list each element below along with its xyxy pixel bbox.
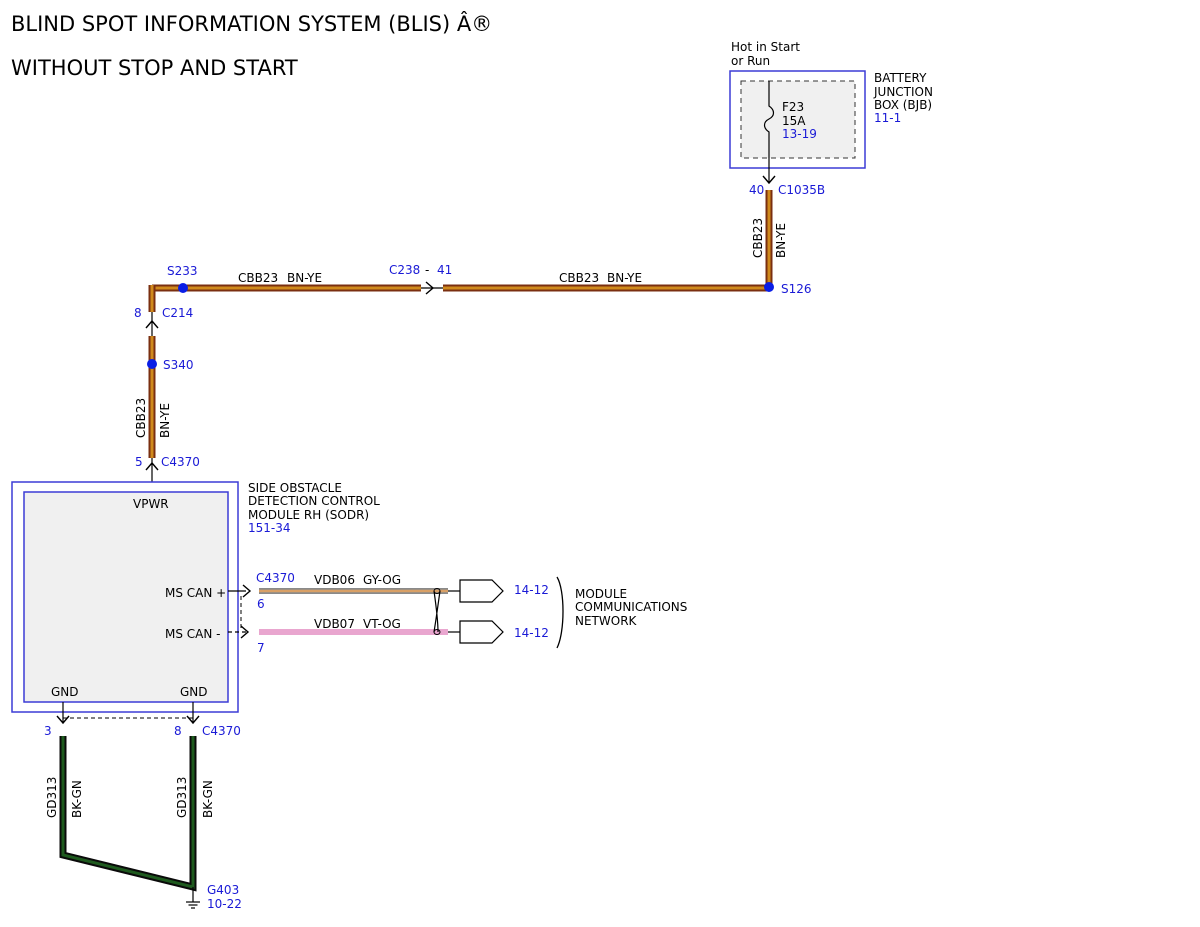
c4370-vpwr-pin: 5 xyxy=(135,455,143,469)
sodr-ms-can-minus-label: MS CAN - xyxy=(165,627,221,641)
s233-label: S233 xyxy=(167,264,198,278)
sodr-ref: 151-34 xyxy=(248,521,291,535)
fuse-f23-symbol xyxy=(763,81,775,182)
can-minus-color: VT-OG xyxy=(363,617,401,631)
sodr-name-line1: SIDE OBSTACLE xyxy=(248,481,342,495)
can-plus-pin: 6 xyxy=(257,597,265,611)
can-plus-ref: 14-12 xyxy=(514,583,549,597)
ground-point-label: G403 xyxy=(207,883,239,897)
diagram-title: BLIND SPOT INFORMATION SYSTEM (BLIS) Â® xyxy=(11,11,492,36)
can-plus-circuit: VDB06 xyxy=(314,573,355,587)
bjb-fuse-area xyxy=(740,80,856,159)
c1035b-arrow-icon xyxy=(762,175,776,185)
c4370-vpwr-connector: C4370 xyxy=(161,455,200,469)
sodr-module: VPWR MS CAN + MS CAN - GND GND SIDE OBST… xyxy=(11,481,380,713)
splice-s126 xyxy=(764,282,774,292)
sodr-name-line2: DETECTION CONTROL xyxy=(248,494,380,508)
left-span-color: BN-YE xyxy=(287,271,322,285)
sodr-gnd-label-2: GND xyxy=(180,685,208,699)
right-span-circuit: CBB23 xyxy=(559,271,599,285)
network-label-line3: NETWORK xyxy=(575,614,638,628)
c238-arrow-icon xyxy=(425,281,435,295)
can-network-wires: C4370 6 7 VDB06 GY-OG VDB07 VT-OG 14-12 … xyxy=(228,571,687,655)
sodr-body xyxy=(23,491,229,703)
bjb-name-line2: JUNCTION xyxy=(873,85,933,99)
ground-wires: 3 8 C4370 GD313 BK-GN GD313 BK-GN G403 1… xyxy=(44,702,242,911)
network-label-line2: COMMUNICATIONS xyxy=(575,600,687,614)
network-label-line1: MODULE xyxy=(575,587,627,601)
splice-s233 xyxy=(178,283,188,293)
fuse-rating: 15A xyxy=(782,114,806,128)
vertical-bjb-circuit: CBB23 xyxy=(751,218,765,258)
power-note-line1: Hot in Start xyxy=(731,40,800,54)
gnd-left-color: BK-GN xyxy=(70,780,84,818)
power-note-line2: or Run xyxy=(731,54,770,68)
c214-connector: C214 xyxy=(162,306,193,320)
sodr-name-line3: MODULE RH (SODR) xyxy=(248,508,369,522)
can-connector: C4370 xyxy=(256,571,295,585)
s126-label: S126 xyxy=(781,282,812,296)
can-plus-color: GY-OG xyxy=(363,573,401,587)
gnd-right-circuit: GD313 xyxy=(175,777,189,818)
gnd-right-color: BK-GN xyxy=(201,780,215,818)
c1035b-connector: C1035B xyxy=(778,183,825,197)
c4370-vpwr-arrow-icon xyxy=(145,461,159,471)
s340-label: S340 xyxy=(163,358,194,372)
c238-connector: C238 xyxy=(389,263,420,277)
can-minus-pin: 7 xyxy=(257,641,265,655)
power-wire-cbb23: CBB23 BN-YE S126 CBB23 BN-YE C238 - 41 C… xyxy=(134,190,812,492)
fuse-id: F23 xyxy=(782,100,804,114)
gnd-connector: C4370 xyxy=(202,724,241,738)
battery-junction-box: Hot in Start or Run BATTERY JUNCTION BOX… xyxy=(729,40,933,197)
vertical-sodr-color: BN-YE xyxy=(158,403,172,438)
can-minus-ref-arrow xyxy=(459,620,504,644)
can-minus-circuit: VDB07 xyxy=(314,617,355,631)
c1035b-pin: 40 xyxy=(749,183,764,197)
gnd-pin-1: 3 xyxy=(44,724,52,738)
c214-arrow-icon xyxy=(145,319,159,329)
vertical-bjb-color: BN-YE xyxy=(774,223,788,258)
gnd-left-circuit: GD313 xyxy=(45,777,59,818)
bjb-name-line3: BOX (BJB) xyxy=(874,98,932,112)
can-minus-arrow-icon xyxy=(240,625,250,639)
bjb-ref: 11-1 xyxy=(874,111,901,125)
sodr-ms-can-plus-label: MS CAN + xyxy=(165,586,226,600)
gnd-pin-2: 8 xyxy=(174,724,182,738)
splice-s340 xyxy=(147,359,157,369)
left-span-circuit: CBB23 xyxy=(238,271,278,285)
can-plus-arrow-icon xyxy=(242,584,252,598)
diagram-subtitle: WITHOUT STOP AND START xyxy=(11,56,298,80)
sodr-gnd-label-1: GND xyxy=(51,685,79,699)
c238-dash: - xyxy=(425,263,429,277)
vertical-sodr-circuit: CBB23 xyxy=(134,398,148,438)
c238-pin: 41 xyxy=(437,263,452,277)
sodr-vpwr-label: VPWR xyxy=(133,497,169,511)
can-minus-ref: 14-12 xyxy=(514,626,549,640)
c214-pin: 8 xyxy=(134,306,142,320)
twisted-pair-icon xyxy=(433,590,441,633)
can-plus-ref-arrow xyxy=(459,579,504,603)
ground-ref: 10-22 xyxy=(207,897,242,911)
network-bracket-icon xyxy=(556,576,564,649)
bjb-name-line1: BATTERY xyxy=(874,71,927,85)
right-span-color: BN-YE xyxy=(607,271,642,285)
fuse-ref: 13-19 xyxy=(782,127,817,141)
